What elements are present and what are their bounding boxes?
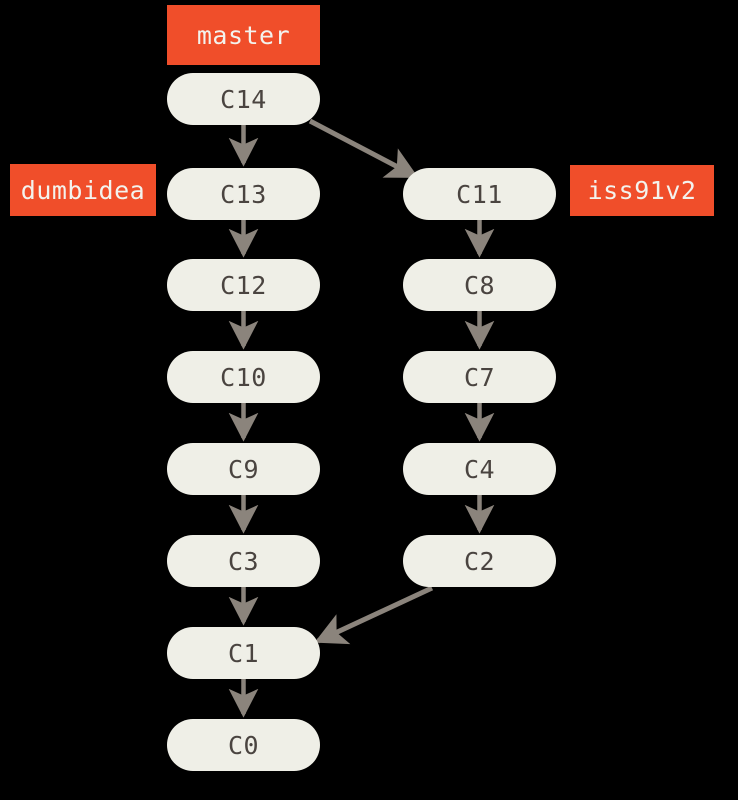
edge-c14-c11 xyxy=(308,118,419,179)
commit-node-c7[interactable]: C7 xyxy=(403,351,556,403)
commit-label: C14 xyxy=(220,84,267,114)
commit-label: C0 xyxy=(227,730,260,760)
commit-node-c0[interactable]: C0 xyxy=(167,719,320,771)
commit-node-c2[interactable]: C2 xyxy=(403,535,556,587)
commit-label: C10 xyxy=(220,362,267,392)
branch-label-iss91v2[interactable]: iss91v2 xyxy=(570,165,714,216)
commit-node-c13[interactable]: C13 xyxy=(167,168,320,220)
branch-label-text: master xyxy=(196,20,291,50)
commit-label: C7 xyxy=(463,362,496,392)
commit-node-c4[interactable]: C4 xyxy=(403,443,556,495)
commit-node-c1[interactable]: C1 xyxy=(167,627,320,679)
edge-c2-c1 xyxy=(314,585,434,645)
commit-node-c14[interactable]: C14 xyxy=(167,73,320,125)
commit-label: C4 xyxy=(463,454,496,484)
commit-label: C12 xyxy=(220,270,267,300)
branch-label-text: iss91v2 xyxy=(587,176,697,205)
commit-label: C8 xyxy=(463,270,496,300)
commit-label: C3 xyxy=(227,546,260,576)
commit-node-c3[interactable]: C3 xyxy=(167,535,320,587)
commit-node-c12[interactable]: C12 xyxy=(167,259,320,311)
commit-node-c9[interactable]: C9 xyxy=(167,443,320,495)
commit-node-c10[interactable]: C10 xyxy=(167,351,320,403)
branch-label-dumbidea[interactable]: dumbidea xyxy=(10,164,156,216)
commit-node-c8[interactable]: C8 xyxy=(403,259,556,311)
branch-label-text: dumbidea xyxy=(20,175,146,205)
commit-label: C9 xyxy=(227,454,260,484)
commit-label: C1 xyxy=(227,638,260,668)
branch-label-master[interactable]: master xyxy=(167,5,320,65)
commit-label: C13 xyxy=(220,179,267,209)
commit-label: C11 xyxy=(456,179,503,209)
commit-node-c11[interactable]: C11 xyxy=(403,168,556,220)
commit-label: C2 xyxy=(463,546,496,576)
